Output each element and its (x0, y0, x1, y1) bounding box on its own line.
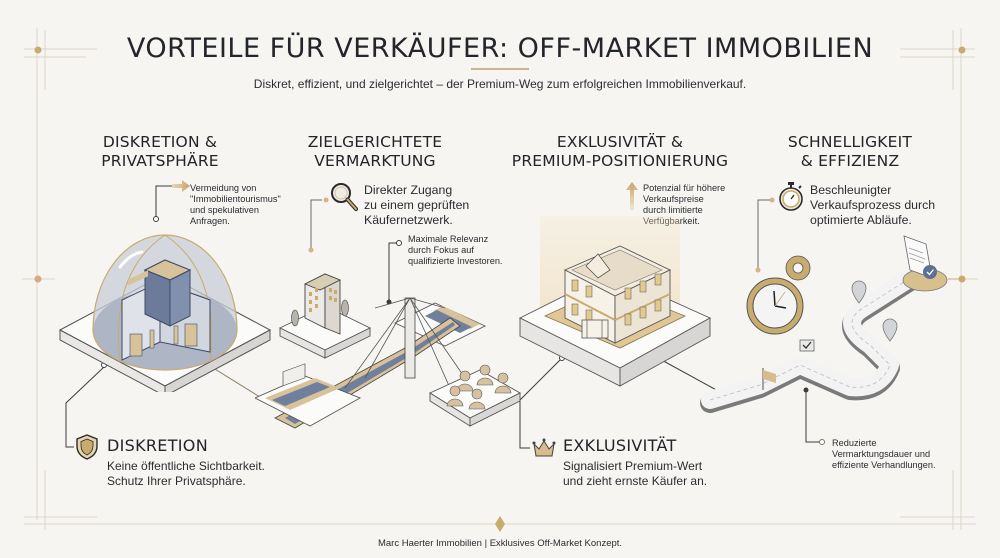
callout-title-diskretion: DISKRETION (107, 436, 208, 455)
callout-text-diskretion: Keine öffentliche Sichtbarkeit. Schutz I… (107, 459, 265, 489)
callout-title-exklusivitaet: EXKLUSIVITÄT (563, 436, 677, 455)
heading-line: ZIELGERICHTETE (307, 133, 443, 151)
heading-line: VERMARKTUNG (314, 152, 436, 170)
note-line: Beschleunigter (810, 183, 892, 197)
title-divider (471, 68, 529, 70)
note-diskretion: Vermeidung von "Immobilientourismus" und… (190, 183, 281, 227)
callout-text-exklusivitaet: Signalisiert Premium-Wert und zieht erns… (563, 459, 707, 489)
callout-line: Signalisiert Premium-Wert (563, 459, 703, 473)
note-line: Käufernetzwerk. (364, 213, 453, 227)
footer-text: Marc Haerter Immobilien | Exklusives Off… (377, 538, 623, 549)
heading-vermarktung: ZIELGERICHTETE VERMARKTUNG (290, 133, 460, 171)
domed-building-illustration (58, 234, 272, 392)
magnifier-icon (331, 183, 358, 211)
heading-line: EXKLUSIVITÄT & (556, 133, 684, 151)
bridge-network-illustration (255, 273, 521, 429)
heading-line: & EFFIZIENZ (800, 152, 900, 170)
note-line: Potenzial für höhere (643, 183, 726, 193)
note-line: und spekulativen (190, 205, 259, 215)
callout-line: Schutz Ihrer Privatsphäre. (107, 474, 246, 488)
arrow-right-icon (172, 180, 190, 192)
note-line: qualifizierte Investoren. (408, 256, 503, 266)
note-line: durch Fokus auf (408, 245, 474, 255)
heading-schnelligkeit: SCHNELLIGKEIT & EFFIZIENZ (765, 133, 935, 171)
shield-icon (76, 434, 98, 460)
heading-line: PRIVATSPHÄRE (101, 152, 219, 170)
note-line: "Immobilientourismus" (190, 194, 281, 204)
arrow-up-icon (626, 182, 638, 210)
heading-line: DISKRETION & (102, 133, 218, 151)
page-subtitle: Diskret, effizient, und zielgerichtet – … (253, 77, 747, 91)
note-line: zu einem geprüften (364, 198, 470, 212)
note-line: Vermeidung von (190, 183, 257, 193)
villa-illustration (518, 245, 712, 387)
note-line: Reduzierte (832, 438, 877, 448)
stopwatch-icon (779, 182, 803, 211)
note-line: Direkter Zugang (364, 183, 453, 197)
crown-icon (532, 438, 556, 457)
note-line: optimierte Abläufe. (810, 213, 912, 227)
heading-diskretion: DISKRETION & PRIVATSPHÄRE (60, 133, 260, 171)
heading-line: PREMIUM-POSITIONIERUNG (511, 152, 729, 170)
note-relevanz: Maximale Relevanz durch Fokus auf qualif… (408, 234, 502, 267)
note-line: Anfragen. (190, 216, 230, 226)
note-line: Vermarktungsdauer und (832, 449, 931, 459)
note-line: durch limitierte (643, 205, 703, 215)
note-line: Verkaufspreise (643, 194, 704, 204)
note-dauer: Reduzierte Vermarktungsdauer und effizie… (832, 438, 936, 471)
note-line: Verkaufsprozess durch (810, 198, 936, 212)
note-line: effiziente Verhandlungen. (832, 460, 936, 470)
callout-line: Keine öffentliche Sichtbarkeit. (107, 459, 265, 473)
note-schnelligkeit: Beschleunigter Verkaufsprozess durch opt… (810, 183, 935, 228)
callout-line: und zieht ernste Käufer an. (563, 474, 708, 488)
note-line: Maximale Relevanz (408, 234, 489, 244)
clock-road-illustration (700, 235, 948, 413)
note-vermarktung: Direkter Zugang zu einem geprüften Käufe… (364, 183, 469, 228)
heading-line: SCHNELLIGKEIT (787, 133, 913, 151)
heading-exklusivitaet: EXKLUSIVITÄT & PREMIUM-POSITIONIERUNG (505, 133, 735, 171)
page-title: VORTEILE FÜR VERKÄUFER: OFF-MARKET IMMOB… (126, 33, 874, 64)
